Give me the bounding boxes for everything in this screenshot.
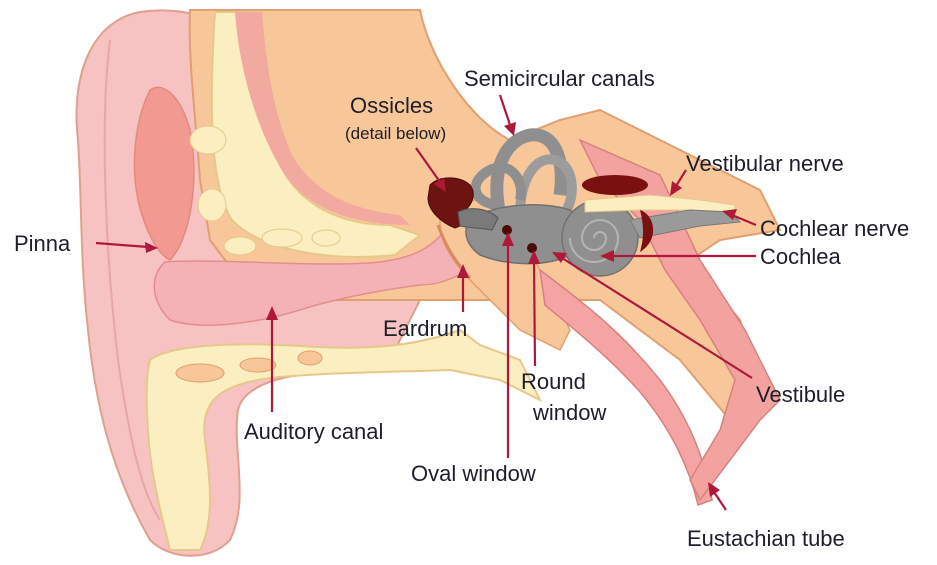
label-ossicles: Ossicles <box>350 93 433 118</box>
label-cochlear-nerve: Cochlear nerve <box>760 216 909 241</box>
label-cochlea: Cochlea <box>760 244 841 269</box>
bone-nodule <box>224 237 256 255</box>
arrowhead-semicircular <box>504 122 516 136</box>
leader-semicircular <box>500 95 510 125</box>
leader-eustachian <box>714 492 726 510</box>
label-round-window-line2: window <box>532 400 606 425</box>
label-semicircular-canals: Semicircular canals <box>464 66 655 91</box>
bone-nodule <box>190 126 226 154</box>
bone-nodule <box>298 351 322 365</box>
dark-red-region <box>582 175 648 195</box>
label-eardrum: Eardrum <box>383 316 467 341</box>
label-ossicles-note: (detail below) <box>345 124 446 143</box>
bone-nodule <box>176 364 224 382</box>
label-pinna: Pinna <box>14 231 71 256</box>
leader-round-window <box>534 262 535 366</box>
label-round-window-line1: Round <box>521 369 586 394</box>
label-vestibular-nerve: Vestibular nerve <box>686 151 844 176</box>
label-eustachian-tube: Eustachian tube <box>687 526 845 551</box>
round-window-dot <box>527 243 537 253</box>
arrowhead-eustachian <box>708 482 720 497</box>
label-vestibule: Vestibule <box>756 382 845 407</box>
bone-nodule <box>312 230 340 246</box>
oval-window-dot <box>502 225 512 235</box>
label-oval-window: Oval window <box>411 461 536 486</box>
bone-nodule <box>262 229 302 247</box>
bone-nodule <box>198 189 226 221</box>
bone-nodule <box>240 358 276 372</box>
label-auditory-canal: Auditory canal <box>244 419 383 444</box>
